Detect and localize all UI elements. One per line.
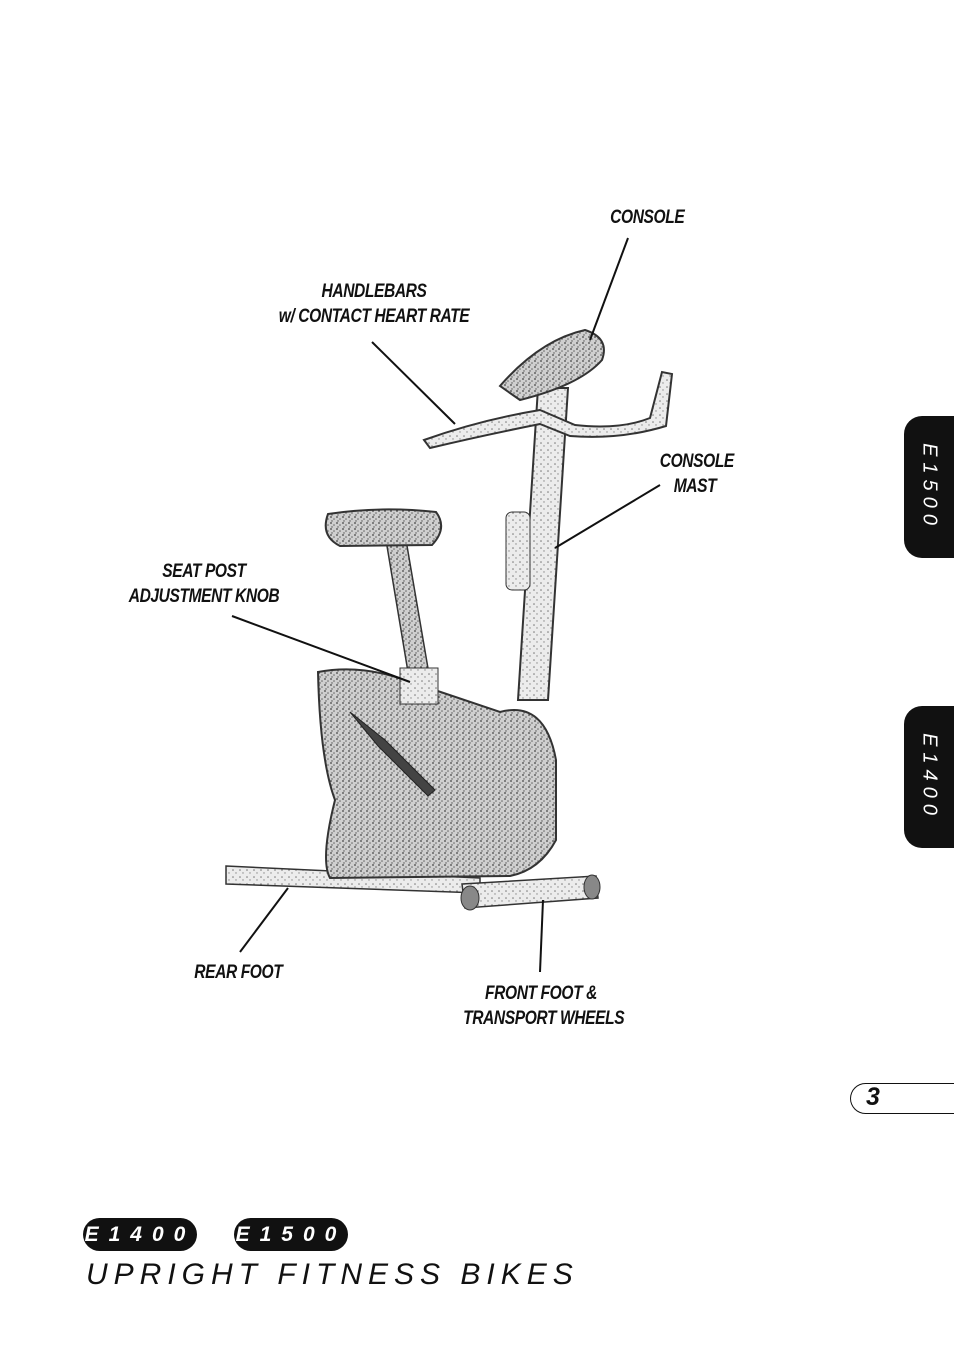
page-number: 3: [866, 1083, 880, 1111]
label-handlebars: HANDLEBARS w/ CONTACT HEART RATE: [278, 281, 470, 327]
seat: [324, 508, 443, 548]
page-subtitle: UPRIGHT FITNESS BIKES: [86, 1258, 579, 1291]
front-foot-callout-line: [539, 899, 544, 973]
label-rear-foot: REAR FOOT: [194, 962, 283, 983]
console-mast-callout-line: [554, 484, 661, 549]
label-console-mast: CONSOLE MAST: [659, 451, 735, 497]
page-number-box: [850, 1083, 954, 1114]
seat-post-callout-line: [231, 615, 411, 683]
label-seat-post: SEAT POST ADJUSTMENT KNOB: [128, 561, 280, 607]
label-console: CONSOLE: [610, 207, 685, 228]
rear-foot-callout-line: [239, 887, 289, 953]
console-unit: [498, 328, 605, 402]
model-pill-e1500: E1500: [234, 1218, 348, 1251]
side-tab-e1500: E1500: [904, 416, 954, 558]
handlebars-callout-line: [371, 341, 456, 425]
console-callout-line: [589, 237, 629, 341]
handlebars: [422, 370, 674, 450]
model-pill-e1400: E1400: [83, 1218, 197, 1251]
label-front-foot: FRONT FOOT & TRANSPORT WHEELS: [463, 983, 625, 1029]
side-tab-e1400: E1400: [904, 706, 954, 848]
seat-post: [385, 539, 431, 685]
front-foot: [461, 875, 599, 909]
